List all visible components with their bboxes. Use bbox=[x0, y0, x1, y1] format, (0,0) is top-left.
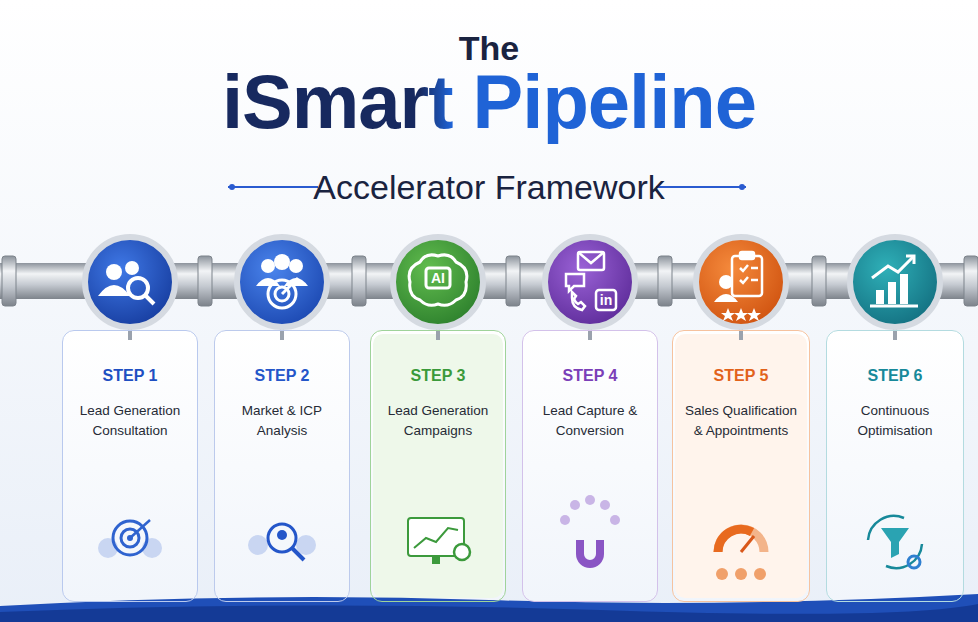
step-number: STEP 4 bbox=[523, 331, 657, 385]
title-text: iSmart Pipeline bbox=[222, 59, 756, 144]
step-description: Lead Capture & Conversion bbox=[523, 401, 657, 442]
step-number: STEP 1 bbox=[63, 331, 197, 385]
step-description: Continuous Optimisation bbox=[827, 401, 963, 442]
step-description: Lead Generation Consultation bbox=[63, 401, 197, 442]
step-card: STEP 3 Lead Generation Campaigns bbox=[370, 330, 506, 602]
icon-label: in bbox=[600, 292, 612, 308]
step-card: STEP 5 Sales Qualification & Appointments bbox=[672, 330, 810, 602]
step-card: STEP 6 Continuous Optimisation bbox=[826, 330, 964, 602]
step-number: STEP 6 bbox=[827, 331, 963, 385]
step-description: Sales Qualification & Appointments bbox=[673, 401, 809, 442]
step-card: STEP 1 Lead Generation Consultation bbox=[62, 330, 198, 602]
step-description: Market & ICP Analysis bbox=[215, 401, 349, 442]
step-number: STEP 5 bbox=[673, 331, 809, 385]
step-card: STEP 2 Market & ICP Analysis bbox=[214, 330, 350, 602]
step-description: Lead Generation Campaigns bbox=[371, 401, 505, 442]
icon-label: AI bbox=[431, 270, 445, 286]
title-prefix: The bbox=[459, 29, 519, 68]
step-number: STEP 3 bbox=[371, 331, 505, 385]
step-card: STEP 4 Lead Capture & Conversion bbox=[522, 330, 658, 602]
subtitle: Accelerator Framework bbox=[313, 168, 664, 207]
step-number: STEP 2 bbox=[215, 331, 349, 385]
title-heading: iSmart Pipeline bbox=[0, 58, 978, 145]
